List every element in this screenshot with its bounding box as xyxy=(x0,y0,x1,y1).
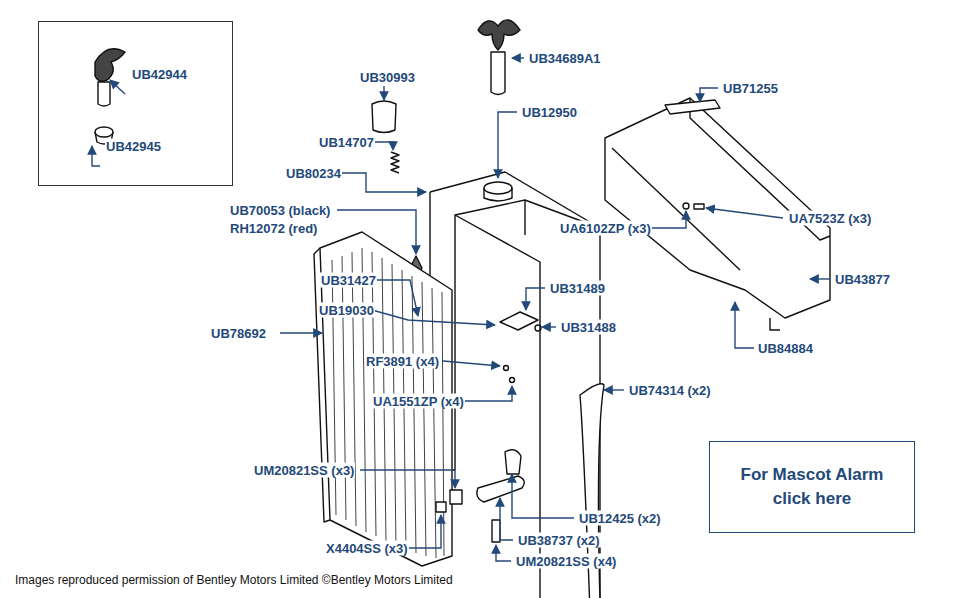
part-number: UB31489 xyxy=(549,281,606,296)
part-number: UB42945 xyxy=(105,139,162,154)
link-text: For Mascot Alarm click here xyxy=(736,463,888,511)
part-number: UB12425 (x2) xyxy=(578,511,662,526)
part-number: UB43877 xyxy=(834,272,891,287)
part-number: UB31488 xyxy=(560,320,617,335)
part-number: UB84884 xyxy=(757,341,814,356)
part-number: UM20821SS (x4) xyxy=(515,554,617,569)
part-number: UB70053 (black) xyxy=(229,203,331,218)
inset-panel: UB42944UB42945 xyxy=(38,21,233,186)
part-number: UA6102ZP (x3) xyxy=(559,221,652,236)
part-number: UB12950 xyxy=(521,105,578,120)
part-number: UM20821SS (x3) xyxy=(253,463,355,478)
part-number: UB30993 xyxy=(359,70,416,85)
credit-note: Images reproduced permission of Bentley … xyxy=(14,573,454,588)
part-number: UB31427 xyxy=(320,273,377,288)
part-number: RF3891 (x4) xyxy=(365,354,440,369)
part-number: UB42944 xyxy=(131,67,188,82)
part-number: UB78692 xyxy=(210,326,267,341)
part-number: UA7523Z (x3) xyxy=(788,211,872,226)
part-number: UB38737 (x2) xyxy=(517,533,601,548)
link-box: For Mascot Alarm click here xyxy=(709,441,915,533)
part-number: UB71255 xyxy=(722,81,779,96)
part-number: UB34689A1 xyxy=(528,51,602,66)
part-number: UB19030 xyxy=(318,303,375,318)
part-number: UA1551ZP (x4) xyxy=(372,394,465,409)
part-number: UB74314 (x2) xyxy=(628,383,712,398)
part-number: X4404SS (x3) xyxy=(325,541,409,556)
part-number: UB80234 xyxy=(285,166,342,181)
part-number: RH12072 (red) xyxy=(229,221,318,236)
part-number: UB14707 xyxy=(318,135,375,150)
